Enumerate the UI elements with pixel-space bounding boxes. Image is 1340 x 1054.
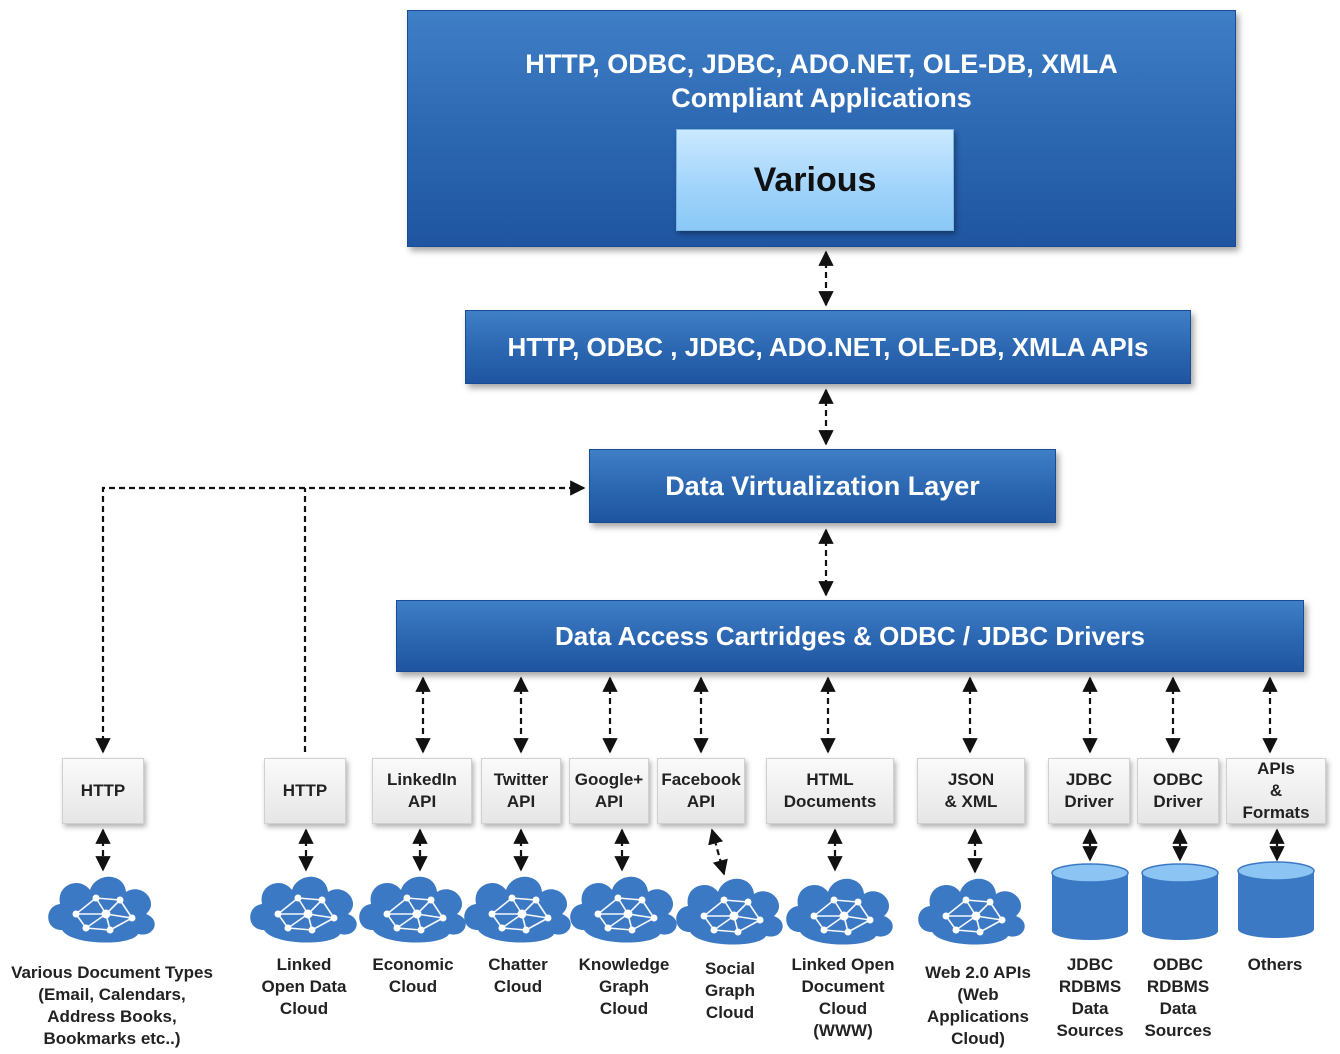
source-label-social-graph: Social Graph Cloud <box>704 959 756 1022</box>
database-cylinder-icon <box>1051 863 1129 941</box>
connector-html-documents: HTML Documents <box>766 758 894 824</box>
various-applications-box: Various <box>676 129 954 231</box>
source-label-document-types: Various Document Types (Email, Calendars… <box>11 963 213 1048</box>
connector-linkedin-api: LinkedIn API <box>372 758 472 824</box>
connector-http-2: HTTP <box>264 758 346 824</box>
source-label-odbc-rdbms: ODBC RDBMS Data Sources <box>1144 955 1212 1040</box>
connector-apis-formats: APIs & Formats <box>1226 758 1326 824</box>
network-cloud-icon <box>785 877 894 946</box>
source-label-economic: Economic Cloud <box>372 955 454 996</box>
database-cylinder-icon <box>1237 861 1315 939</box>
connector-json-xml: JSON & XML <box>917 758 1025 824</box>
arrow-http-dvl <box>95 480 586 754</box>
connector-facebook-api: Facebook API <box>657 758 745 824</box>
connector-jdbc-driver: JDBC Driver <box>1048 758 1130 824</box>
source-label-linked-open-document: Linked Open Document Cloud (WWW) <box>791 955 895 1040</box>
data-virtualization-layer-box: Data Virtualization Layer <box>589 449 1056 523</box>
source-label-web20-apis: Web 2.0 APIs (Web Applications Cloud) <box>925 963 1031 1048</box>
connector-google-plus-api: Google+ API <box>569 758 649 824</box>
network-cloud-icon <box>47 875 156 944</box>
connector-odbc-driver: ODBC Driver <box>1137 758 1219 824</box>
apis-layer-box: HTTP, ODBC , JDBC, ADO.NET, OLE-DB, XMLA… <box>465 310 1191 384</box>
network-cloud-icon <box>675 877 784 946</box>
connector-twitter-api: Twitter API <box>481 758 561 824</box>
compliant-applications-title: HTTP, ODBC, JDBC, ADO.NET, OLE-DB, XMLA … <box>525 49 1118 113</box>
connector-http-1: HTTP <box>62 758 144 824</box>
source-label-jdbc-rdbms: JDBC RDBMS Data Sources <box>1056 955 1124 1040</box>
network-cloud-icon <box>358 875 467 944</box>
source-label-chatter: Chatter Cloud <box>488 955 548 996</box>
network-cloud-icon <box>463 875 572 944</box>
source-label-others: Others <box>1247 955 1303 974</box>
compliant-applications-box: HTTP, ODBC, JDBC, ADO.NET, OLE-DB, XMLA … <box>407 10 1236 247</box>
source-label-knowledge-graph: Knowledge Graph Cloud <box>578 955 670 1018</box>
source-label-linked-open-data: Linked Open Data Cloud <box>261 955 347 1018</box>
database-cylinder-icon <box>1141 863 1219 941</box>
network-cloud-icon <box>917 877 1026 946</box>
network-cloud-icon <box>249 875 358 944</box>
network-cloud-icon <box>569 875 678 944</box>
